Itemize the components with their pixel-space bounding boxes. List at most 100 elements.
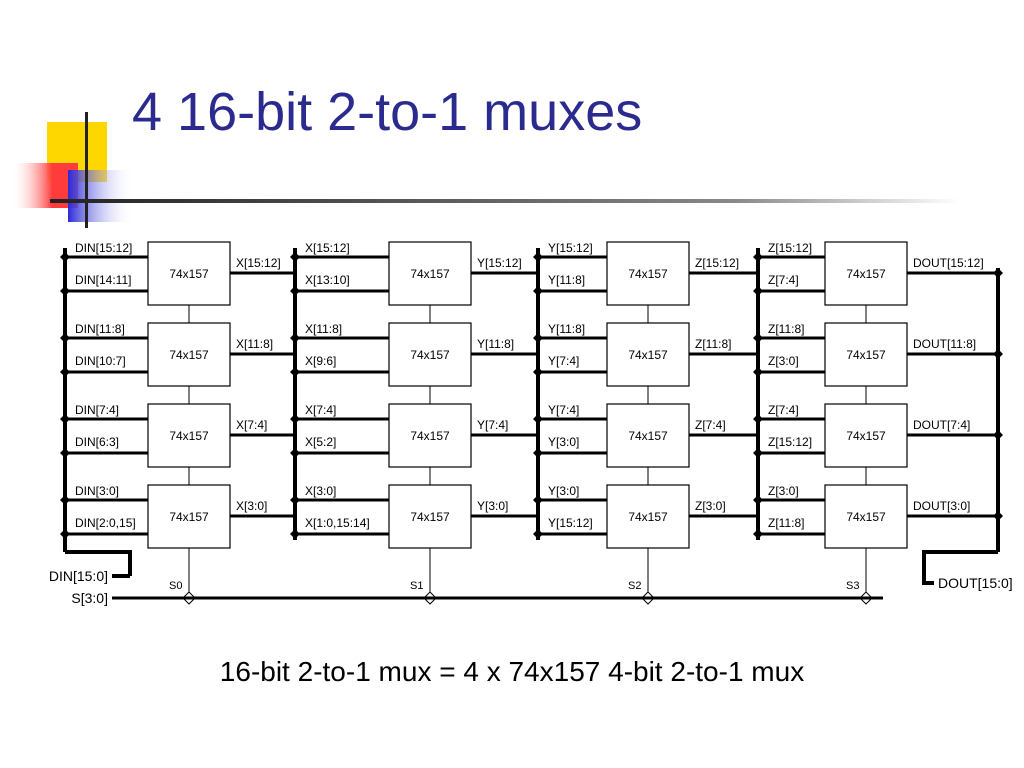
input-label: X[9:6] (305, 354, 336, 368)
output-label: Y[3:0] (477, 499, 508, 513)
junction-dot (533, 448, 543, 458)
decorative-corner-graphic (14, 112, 960, 228)
input-label: Y[15:12] (548, 516, 593, 530)
mux-chip (388, 241, 472, 306)
junction-dot (60, 529, 70, 539)
output-label: X[7:4] (236, 418, 267, 432)
chip-label: 74x157 (846, 429, 886, 443)
output-label: Z[3:0] (695, 499, 726, 513)
input-label: DIN[7:4] (75, 403, 119, 417)
select-label: S2 (628, 580, 641, 592)
chip-label: 74x157 (169, 510, 209, 524)
input-label: DIN[15:12] (75, 241, 132, 255)
junction-dot (60, 252, 70, 262)
junction-dot (290, 367, 300, 377)
input-label: Z[3:0] (768, 354, 799, 368)
input-label: Z[3:0] (768, 484, 799, 498)
input-label: Y[15:12] (548, 241, 593, 255)
chip-label: 74x157 (628, 510, 668, 524)
select-label: S1 (410, 580, 423, 592)
junction-dot (533, 529, 543, 539)
input-label: Z[15:12] (768, 435, 812, 449)
deco-vertical-line (85, 112, 88, 228)
mux-chip (824, 403, 908, 468)
slide-caption: 16-bit 2-to-1 mux = 4 x 74x157 4-bit 2-t… (219, 656, 805, 687)
junction-dot (60, 367, 70, 377)
junction-dot (60, 286, 70, 296)
junction-dot (290, 286, 300, 296)
input-label: Y[11:8] (548, 273, 585, 287)
input-label: X[5:2] (305, 435, 336, 449)
input-label: DIN[3:0] (75, 484, 119, 498)
mux-chip (388, 403, 472, 468)
input-label: X[11:8] (305, 322, 342, 336)
output-label: X[11:8] (236, 337, 273, 351)
output-label: Y[7:4] (477, 418, 508, 432)
input-label: Y[3:0] (548, 484, 579, 498)
input-label: X[1:0,15:14] (305, 516, 370, 530)
input-label: Y[7:4] (548, 354, 579, 368)
junction-dot (60, 414, 70, 424)
junction-dot (290, 448, 300, 458)
junction-dot (290, 529, 300, 539)
input-label: X[7:4] (305, 403, 336, 417)
input-label: DIN[14:11] (75, 273, 131, 287)
chip-label: 74x157 (846, 267, 886, 281)
input-label: X[13:10] (305, 273, 350, 287)
output-label: Y[15:12] (477, 256, 522, 270)
input-label: Y[7:4] (548, 403, 579, 417)
mux-chip (824, 241, 908, 306)
chip-label: 74x157 (628, 267, 668, 281)
junction-dot (60, 495, 70, 505)
junction-dot (533, 495, 543, 505)
input-label: Z[7:4] (768, 273, 799, 287)
input-label: X[15:12] (305, 241, 350, 255)
select-label: S3 (846, 580, 859, 592)
output-label: Z[7:4] (695, 418, 726, 432)
mux-chip (388, 322, 472, 387)
output-label: X[3:0] (236, 499, 267, 513)
junction-dot (753, 448, 763, 458)
junction-dot (533, 286, 543, 296)
junction-dot (753, 495, 763, 505)
select-label: S0 (169, 580, 182, 592)
input-label: Z[7:4] (768, 403, 799, 417)
chip-label: 74x157 (628, 429, 668, 443)
junction-dot (290, 414, 300, 424)
din-bus-label: DIN[15:0] (49, 568, 108, 584)
output-label: X[15:12] (236, 256, 281, 270)
mux-schematic: DIN[15:12] DIN[14:11] 74x157 X[15:12] DIN[11… (49, 241, 1013, 606)
junction-dot (753, 252, 763, 262)
input-label: DIN[11:8] (75, 322, 125, 336)
input-label: DIN[6:3] (75, 435, 119, 449)
chip-label: 74x157 (410, 429, 450, 443)
chip-label: 74x157 (169, 267, 209, 281)
input-label: DIN[2:0,15] (75, 516, 136, 530)
chip-label: 74x157 (410, 267, 450, 281)
output-label: DOUT[7:4] (913, 418, 970, 432)
chip-label: 74x157 (628, 348, 668, 362)
junction-dot (60, 448, 70, 458)
junction-dot (533, 367, 543, 377)
junction-dot (290, 252, 300, 262)
junction-dot (290, 333, 300, 343)
junction-dot (753, 414, 763, 424)
chip-label: 74x157 (410, 510, 450, 524)
dout-bus-label: DOUT[15:0] (938, 575, 1013, 591)
deco-horizontal-rule (50, 199, 960, 203)
select-bus-label: S[3:0] (71, 590, 108, 606)
output-label: Z[15:12] (695, 256, 739, 270)
output-label: DOUT[3:0] (913, 499, 970, 513)
input-label: DIN[10:7] (75, 354, 126, 368)
junction-dot (60, 333, 70, 343)
input-label: Z[15:12] (768, 241, 812, 255)
deco-blue-square (68, 170, 134, 222)
junction-dot (533, 414, 543, 424)
output-label: Y[11:8] (477, 337, 514, 351)
mux-chip (147, 484, 231, 549)
chip-label: 74x157 (169, 429, 209, 443)
chip-label: 74x157 (846, 348, 886, 362)
chip-label: 74x157 (410, 348, 450, 362)
junction-dot (533, 333, 543, 343)
input-label: X[3:0] (305, 484, 336, 498)
